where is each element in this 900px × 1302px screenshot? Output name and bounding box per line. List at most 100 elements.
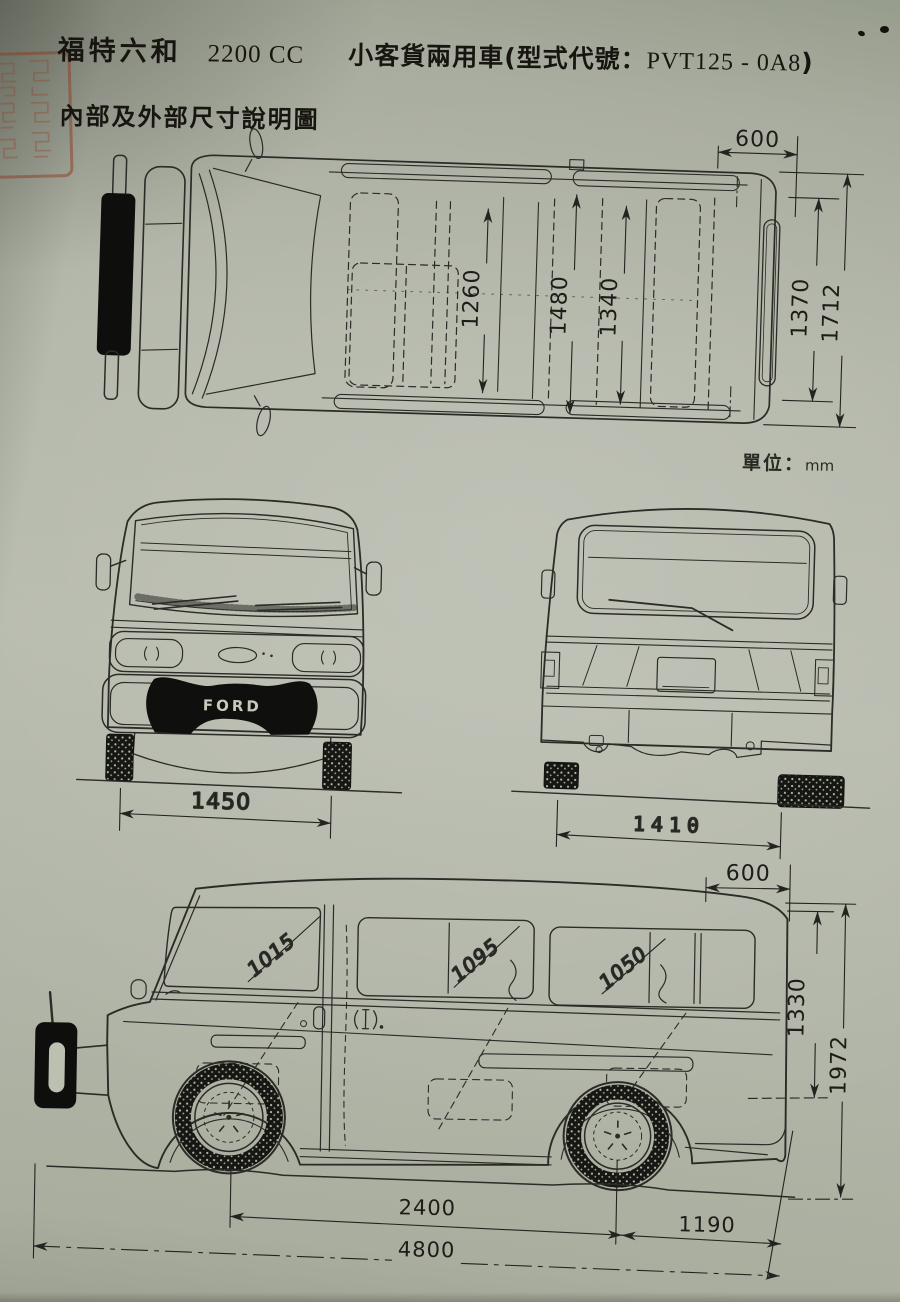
wiper-right [254,601,343,612]
roof-antenna [569,158,585,171]
ford-oval-badge [217,646,258,664]
wiper-band-texture [134,593,358,613]
front-wheel-right [322,741,352,791]
rear-side-window [548,926,756,1010]
front-wheel-side [171,1060,286,1175]
dim-label-1260: 1260 [459,268,486,329]
dim-line-1972 [841,903,850,1029]
curtain-squiggle [658,964,667,1004]
front-bumper-top [137,165,186,410]
seal-glyphs [0,59,51,159]
seal-stamp [0,50,74,180]
dim-label-2400: 2400 [398,1195,456,1220]
windshield-top [191,169,228,399]
dim-label-1450: 1450 [191,789,252,815]
rear-window [576,524,816,620]
headlight-right [291,642,362,674]
ink-dot [880,26,889,33]
side-view: 1015 1095 1050 [32,861,857,1280]
dim-line-1340 [621,205,631,274]
side-molding-rear [478,1053,694,1072]
side-mirror-top [249,128,264,160]
dim-label-600-side: 600 [726,861,771,887]
rear-window-top [758,219,781,387]
front-valance [132,732,332,774]
dim-label-1480: 1480 [546,275,573,336]
rear-wheel-right [777,774,845,809]
rear-bumper-side [684,1124,787,1156]
license-plate-rear [656,656,717,694]
mirror-side [130,979,147,1000]
windshield-front [128,512,359,618]
dim-label-600-top: 600 [735,127,781,153]
dim-label-1330: 1330 [784,977,810,1037]
dim-label-1410: 1410 [633,812,706,838]
a-pillar [155,895,201,1001]
dim-line-1480 [571,194,581,271]
belt-line [151,991,781,1021]
front-view: FORD 1450 [75,498,403,839]
door-handle [312,1006,326,1030]
dim-line-600 [717,148,798,159]
body-outline-rear [540,508,836,752]
top-view-dimensions [478,136,865,429]
rear-wiper [608,598,734,632]
front-guard-rod [111,154,128,199]
bumper-black-panel [146,677,318,735]
dim-label-1050: 1050 [594,941,652,994]
dim-label-1015: 1015 [242,928,300,981]
dim-line-600-side [705,883,791,894]
ground-line-rear [511,790,871,809]
top-view: 600 1260 1480 1340 1370 1712 [96,127,865,437]
dim-label-1712: 1712 [818,282,845,343]
dim-line-1190 [621,1231,782,1248]
taillight-left [540,651,561,690]
ford-logo-text: FORD [203,696,262,715]
dim-line-1330 [812,911,822,955]
front-bumper [101,673,367,739]
side-view-dimensions [32,864,857,1280]
ground-line-side [46,1165,796,1198]
interior-dashed-structure [344,192,716,411]
grille-band [108,630,365,678]
dim-label-1190: 1190 [678,1212,736,1237]
middle-window [356,917,535,1000]
dim-line-4800 [33,1242,392,1261]
side-molding-front [210,1034,306,1050]
mirror-left [540,569,556,599]
dim-line-2400 [229,1212,623,1239]
dim-label-4800: 4800 [398,1237,456,1262]
tailgate-lines [545,635,833,702]
dim-label-1370: 1370 [787,277,814,338]
mirror-right [832,575,848,605]
dim-label-1095: 1095 [446,934,504,987]
front-view-dimensions [118,787,332,839]
dim-line-1712 [842,173,852,271]
dim-label-1972: 1972 [826,1035,852,1095]
front-door-window [163,906,322,992]
dim-line-1410 [556,830,781,851]
bumper-lower-edge [540,739,832,759]
rocker-lines [299,1148,552,1166]
dim-line-1370 [813,197,823,266]
body-outline-top [184,154,777,424]
front-wheel-left [105,733,135,782]
dim-line-1260 [483,208,493,264]
front-guard-rod [103,350,120,401]
headlight-left [114,637,184,669]
mirror-right [365,561,383,596]
taillight-right [814,659,835,697]
rear-wheel-left [543,761,580,790]
door-lock-marks [353,1009,378,1030]
mirror-left [95,553,112,591]
curtain-squiggle [508,959,517,1001]
front-guard-bar [96,193,136,356]
side-mirror-top [256,405,271,437]
rear-wheel-side [562,1081,673,1192]
rear-view-dimensions [555,799,782,860]
dim-line-1450 [119,809,332,827]
rear-view: 1410 [511,508,871,860]
roof-rails [321,171,748,412]
